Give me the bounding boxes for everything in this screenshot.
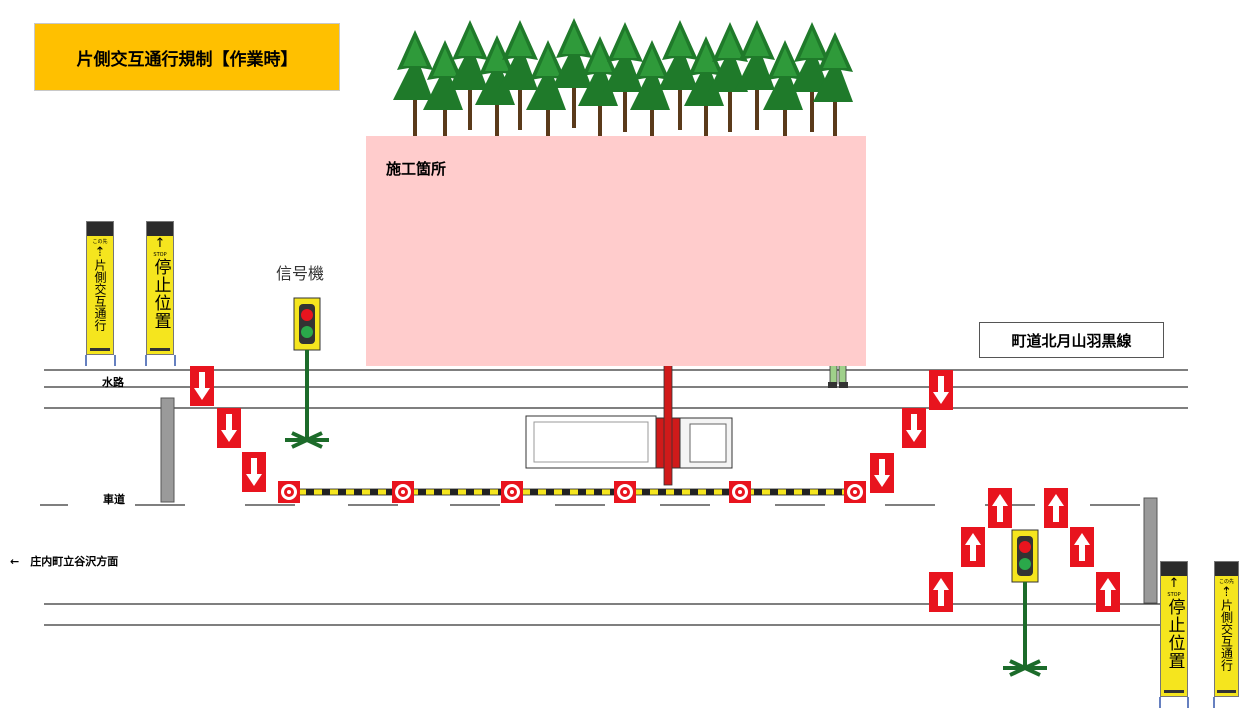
sign-header <box>87 222 113 236</box>
sign-caution-text: 片側交互通行 <box>1219 599 1234 671</box>
sign-stop-top: STOP <box>153 252 167 258</box>
sign-caution-top: この先 <box>1218 579 1234 585</box>
roadway-label: 車道 <box>103 493 125 506</box>
sign-stop-right: ↑ STOP 停止位置 <box>1160 561 1188 697</box>
sign-header <box>147 222 173 236</box>
signal-left <box>285 297 329 449</box>
barrier-bar <box>289 488 857 496</box>
sign-header <box>1215 562 1238 576</box>
up-arrow-icon: ↑ <box>1168 576 1180 591</box>
gate-post-left <box>160 397 175 503</box>
arrow-boards-right-down <box>870 370 953 493</box>
signal-label: 信号機 <box>276 264 325 283</box>
crane-truck <box>525 299 733 486</box>
signal-right <box>1003 529 1047 677</box>
sign-caution-text: 片側交互通行 <box>93 259 107 331</box>
up-arrow-icon: ↑ <box>154 236 166 251</box>
sign-caution-right: この先 ⇡ 片側交互通行 <box>1214 561 1239 697</box>
sign-header <box>1161 562 1187 576</box>
work-area-label: 施工箇所 <box>386 160 447 178</box>
sign-caution-left: この先 ⇡ 片側交互通行 <box>86 221 114 355</box>
forest <box>393 18 853 150</box>
work-area <box>366 136 866 366</box>
merge-icon: ⇡ <box>94 245 106 260</box>
arrow-boards-left <box>190 366 266 492</box>
merge-icon: ⇡ <box>1221 585 1232 600</box>
gate-post-right <box>1143 497 1158 604</box>
diagram-title: 片側交互通行規制【作業時】 <box>34 23 340 91</box>
sign-stop-text: 停止位置 <box>1164 598 1185 670</box>
sign-caution-top: この先 <box>92 239 108 245</box>
waterway-label: 水路 <box>102 376 124 389</box>
road-name-box: 町道北月山羽黒線 <box>979 322 1164 358</box>
sign-stop-top: STOP <box>1167 592 1181 598</box>
direction-label: ← 庄内町立谷沢方面 <box>10 555 119 568</box>
sign-stands <box>85 355 1215 708</box>
sign-stop-text: 停止位置 <box>150 258 171 330</box>
sign-stop-left: ↑ STOP 停止位置 <box>146 221 174 355</box>
